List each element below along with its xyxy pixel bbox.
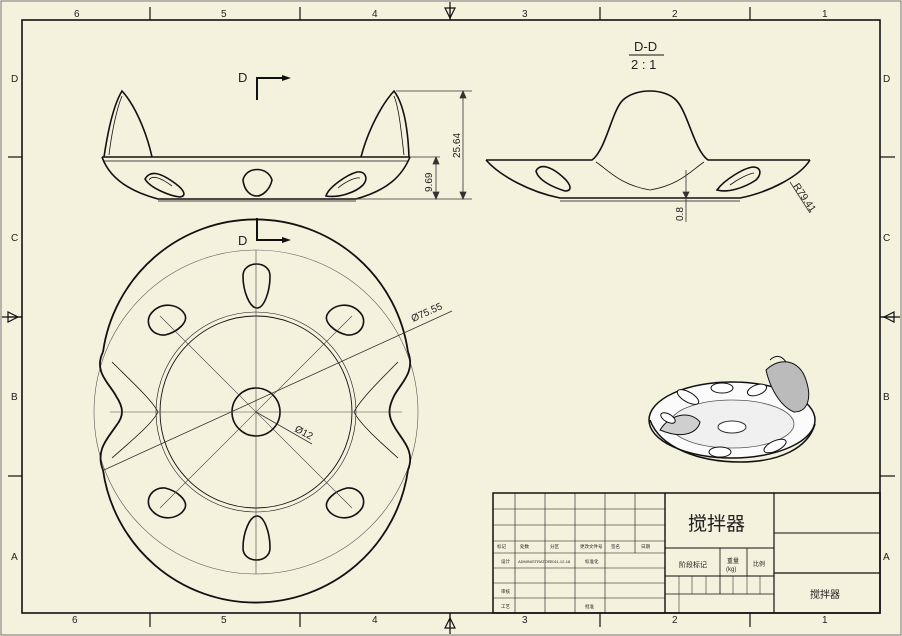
zone-top-6: 6 (74, 9, 80, 20)
zone-top-1: 1 (822, 9, 828, 20)
zone-bottom-1: 1 (822, 615, 828, 626)
section-dimensions (682, 170, 811, 222)
rev-header-mark: 标记 (497, 543, 506, 550)
row-left-d: D (11, 74, 18, 85)
section-view (485, 90, 811, 202)
rev-header-doc: 更改文件号 (580, 543, 603, 550)
zone-top-5: 5 (221, 9, 227, 20)
design-date: 2011-12-18 (550, 559, 571, 564)
section-scale: 2 : 1 (631, 57, 656, 72)
row-right-a: A (883, 552, 890, 563)
designer-name: ADMINISTRATOR (518, 559, 551, 564)
row-right-d: D (883, 74, 890, 85)
title-block (492, 492, 881, 614)
front-view (101, 89, 411, 202)
front-view-dimensions (356, 89, 472, 201)
section-mark-bottom: D (238, 218, 291, 248)
section-letter-top: D (238, 70, 247, 85)
row-right-c: C (883, 233, 890, 244)
row-left-b: B (11, 392, 18, 403)
zone-bottom-3: 3 (522, 615, 528, 626)
stage-mark-label: 阶段标记 (679, 560, 707, 569)
approval-rows: 设计 ADMINISTRATOR 2011-12-18 标准化 审核 工艺 批准 (501, 558, 599, 610)
standardize-label: 标准化 (585, 558, 599, 565)
row-left-a: A (11, 552, 18, 563)
zone-top-4: 4 (372, 9, 378, 20)
dim-thickness: 0.8 (675, 207, 686, 221)
zone-bottom-5: 5 (221, 615, 227, 626)
dim-height-rim: 9.69 (424, 172, 435, 192)
zone-bottom-2: 2 (672, 615, 678, 626)
zone-top-3: 3 (522, 9, 528, 20)
craft-label: 工艺 (501, 604, 510, 609)
zone-bottom-4: 4 (372, 615, 378, 626)
review-label: 审核 (501, 588, 510, 595)
scale-label: 比例 (753, 560, 765, 568)
zone-labels: 6 5 4 3 2 1 6 5 4 3 2 1 D C B A D C B A (11, 9, 890, 626)
weight-unit: (kg) (726, 567, 736, 573)
row-left-c: C (11, 233, 18, 244)
weight-label: 重量 (727, 557, 739, 565)
zone-bottom-6: 6 (72, 615, 78, 626)
rev-header-zone: 分区 (550, 543, 559, 550)
plan-view (93, 218, 453, 604)
design-label: 设计 (501, 558, 510, 565)
part-name-small: 搅拌器 (810, 588, 840, 601)
dim-height-total: 25.64 (452, 133, 463, 158)
section-mark-top: D (238, 70, 291, 100)
zone-top-2: 2 (672, 9, 678, 20)
rev-header-sign: 签名 (611, 543, 620, 550)
rev-header-count: 处数 (520, 543, 529, 550)
rev-header-date: 日期 (641, 544, 650, 550)
isometric-view (648, 355, 816, 463)
section-letter-bottom: D (238, 233, 247, 248)
section-title: D-D (634, 39, 657, 54)
revision-headers: 标记 处数 分区 更改文件号 签名 日期 (497, 543, 650, 550)
part-name: 搅拌器 (688, 513, 745, 535)
approve-label: 批准 (585, 603, 594, 610)
row-right-b: B (883, 392, 890, 403)
